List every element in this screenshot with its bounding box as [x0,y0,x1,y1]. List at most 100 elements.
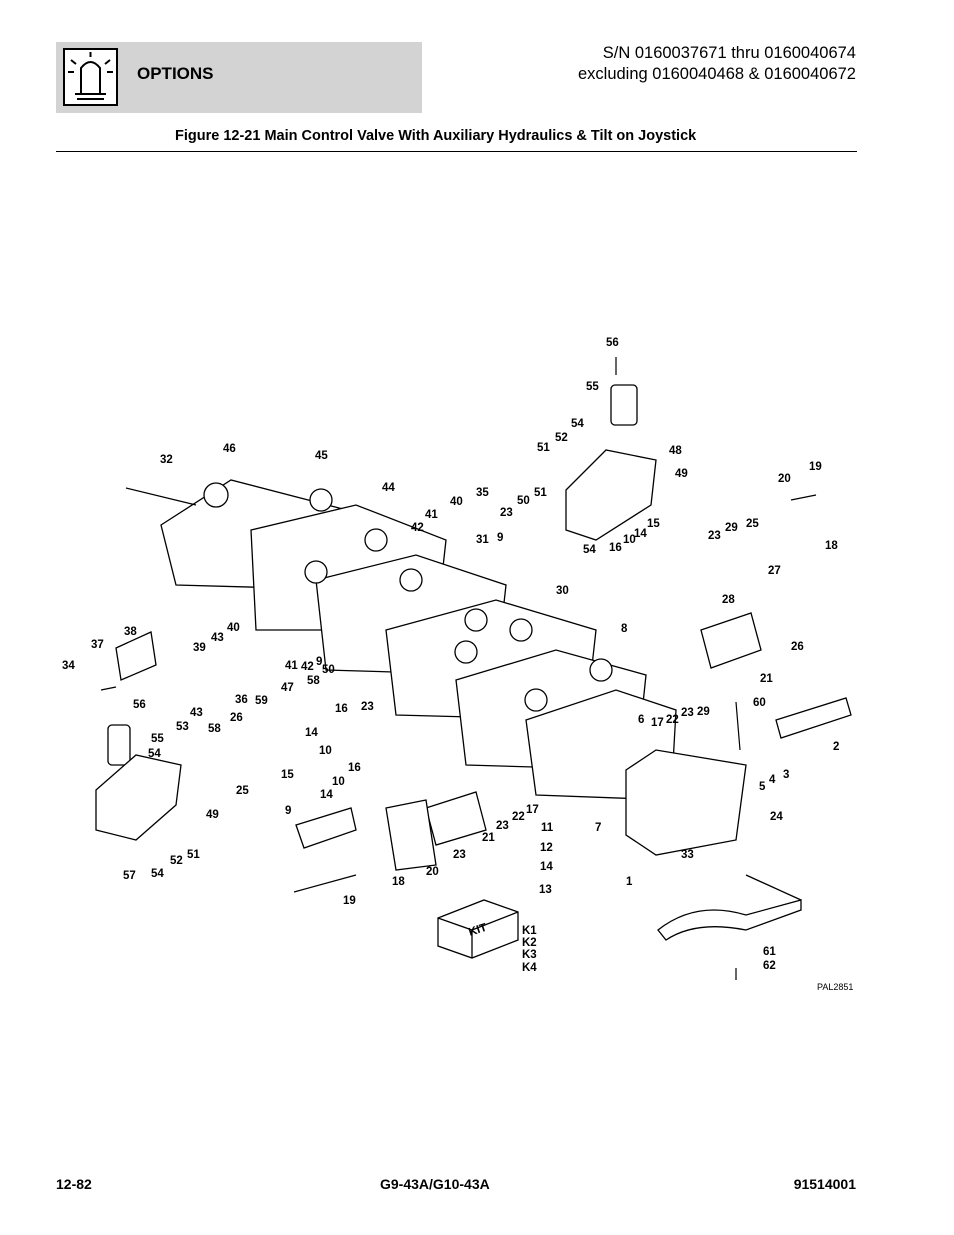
callout: 46 [223,443,236,455]
model-number: G9-43A/G10-43A [380,1176,490,1192]
callout: 10 [623,534,636,546]
callout: 29 [725,522,738,534]
callout: 33 [681,849,694,861]
callout: 56 [133,699,146,711]
kit-label: K2 [522,937,537,949]
callout: 6 [638,714,644,726]
callout: 42 [301,661,314,673]
callout: 18 [825,540,838,552]
callout: 28 [722,594,735,606]
callout: 3 [783,769,789,781]
callout: 52 [555,432,568,444]
callout: 32 [160,454,173,466]
callout: 53 [176,721,189,733]
callout: 48 [669,445,682,457]
callout: 11 [541,822,554,834]
callout: 12 [540,842,553,854]
callout: 19 [343,895,356,907]
serial-line-2: excluding 0160040468 & 0160040672 [577,65,856,83]
options-lamp-icon [63,48,118,106]
callout: 17 [651,717,664,729]
callout: 51 [534,487,547,499]
callout: 54 [583,544,596,556]
callout: 16 [609,542,622,554]
callout: 25 [236,785,249,797]
callout: 58 [307,675,320,687]
callout: 10 [319,745,332,757]
callout: 9 [497,532,503,544]
callout: 15 [281,769,294,781]
callout: 26 [230,712,243,724]
callout: 7 [595,822,601,834]
callout: 30 [556,585,569,597]
callout: 51 [537,442,550,454]
callout: 43 [190,707,203,719]
callout: 23 [500,507,513,519]
callout: 29 [697,706,710,718]
callout: 41 [285,660,298,672]
callout: 40 [450,496,463,508]
kit-box-label: KIT [467,922,488,939]
doc-number: 91514001 [793,1176,856,1192]
title-divider [56,151,857,152]
callout: 50 [322,664,335,676]
callout: 17 [526,804,539,816]
figure-title: Figure 12-21 Main Control Valve With Aux… [175,128,697,144]
callout: 23 [708,530,721,542]
callout: 26 [791,641,804,653]
callout: 44 [382,482,395,494]
callout: 60 [753,697,766,709]
callout: 16 [335,703,348,715]
kit-labels: K1 K2 K3 K4 [522,925,537,974]
callout: 27 [768,565,781,577]
callout: 21 [760,673,773,685]
callout: 54 [571,418,584,430]
callout: 16 [348,762,361,774]
callout: 51 [187,849,200,861]
exploded-valve-diagram: 56 55 54 52 51 48 49 50 23 51 54 19 20 2… [56,330,856,1000]
callout: 22 [512,811,525,823]
callout: 55 [151,733,164,745]
callout: 41 [425,509,438,521]
callout: 45 [315,450,328,462]
callout: 4 [769,774,776,786]
callout: 13 [539,884,552,896]
callout: 14 [540,861,553,873]
callout: 43 [211,632,224,644]
callout: 10 [332,776,345,788]
callout: 31 [476,534,489,546]
callout: 49 [206,809,219,821]
kit-label: K3 [522,949,537,961]
callout: 14 [320,789,333,801]
callout-labels: 56 55 54 52 51 48 49 50 23 51 54 19 20 2… [62,337,839,972]
callout: 23 [681,707,694,719]
callout: 62 [763,960,776,972]
section-title: OPTIONS [137,64,214,83]
callout: 2 [833,741,839,753]
callout: 24 [770,811,783,823]
callout: 20 [778,473,791,485]
callout: 55 [586,381,599,393]
callout: 42 [411,522,424,534]
callout: 59 [255,695,268,707]
callout: 39 [193,642,206,654]
callout: 14 [305,727,318,739]
callout: 57 [123,870,136,882]
callout: 8 [621,623,628,635]
callout: 21 [482,832,495,844]
callout: 23 [453,849,466,861]
callout: 61 [763,946,776,958]
callout: 54 [151,868,164,880]
callout: 47 [281,682,294,694]
callout: 40 [227,622,240,634]
callout: 52 [170,855,183,867]
page-number: 12-82 [56,1176,92,1192]
callout: 54 [148,748,161,760]
callout: 14 [634,528,647,540]
callout: 49 [675,468,688,480]
drawing-id: PAL2851 [817,982,853,992]
callout: 50 [517,495,530,507]
serial-line-1: S/N 0160037671 thru 0160040674 [602,44,856,62]
callout: 1 [626,876,633,888]
callout: 34 [62,660,75,672]
